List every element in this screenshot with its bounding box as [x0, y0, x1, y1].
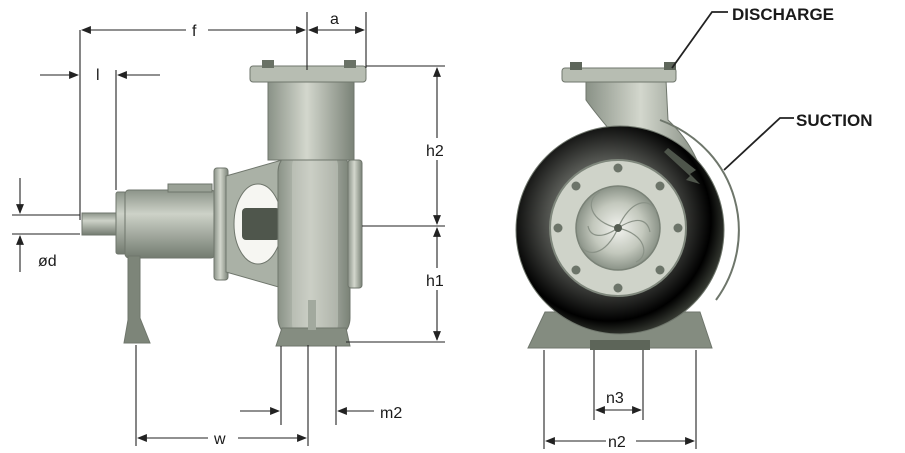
- label-n3: n3: [606, 390, 624, 407]
- label-w: w: [213, 431, 226, 448]
- label-l: l: [96, 67, 100, 84]
- discharge-neck: [267, 79, 355, 161]
- label-discharge: DISCHARGE: [732, 5, 834, 24]
- coupling: [242, 208, 280, 240]
- label-od: ød: [38, 253, 57, 270]
- shaft: [81, 212, 119, 236]
- label-n2: n2: [608, 434, 626, 451]
- bearing-housing: [124, 189, 216, 259]
- flow-arrow-icon: [664, 148, 700, 184]
- label-suction: SUCTION: [796, 111, 873, 130]
- pump-side-view: [81, 60, 367, 347]
- flange-bolt-holes: [553, 163, 683, 293]
- label-h1: h1: [426, 273, 444, 290]
- suction-flange: [347, 159, 363, 289]
- label-a: a: [330, 11, 339, 28]
- casing-foot: [275, 327, 351, 347]
- impeller-vanes: [579, 191, 657, 263]
- rear-support-leg: [123, 255, 151, 344]
- dimension-labels: f a l h2 h1 ød w m2 DISCHARGE SUCTION n3…: [38, 5, 873, 451]
- front-discharge-flange: [561, 67, 677, 83]
- label-h2: h2: [426, 143, 444, 160]
- label-m2: m2: [380, 405, 402, 422]
- discharge-flange: [249, 65, 367, 83]
- label-f: f: [192, 23, 197, 40]
- pump-front-view: [515, 62, 740, 350]
